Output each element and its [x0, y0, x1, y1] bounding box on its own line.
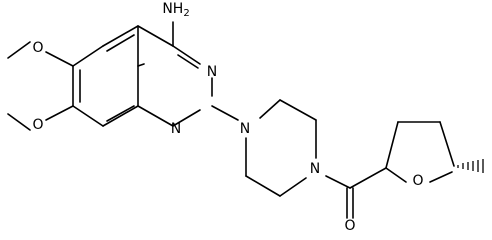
bond: [106, 34, 135, 52]
bond: [72, 105, 104, 127]
ring-nitrogen-label: N: [207, 64, 217, 80]
bond: [211, 105, 239, 121]
bond: [279, 177, 307, 197]
bond: [439, 121, 455, 167]
bond: [137, 63, 145, 67]
bond-set: [7, 21, 455, 219]
bond: [45, 51, 74, 67]
bond: [137, 25, 174, 47]
bond: [385, 167, 407, 183]
bond: [102, 105, 139, 127]
bond: [7, 113, 31, 131]
bond: [7, 41, 31, 59]
bond: [259, 99, 281, 119]
bond: [279, 99, 317, 121]
bond: [385, 121, 399, 169]
hashed-wedge-bond: [457, 159, 484, 173]
ring-nitrogen-label: N: [171, 121, 181, 137]
ring-oxygen-label: O: [412, 173, 423, 189]
bond: [177, 54, 199, 69]
carbonyl-oxygen-label: O: [344, 218, 355, 234]
bond: [429, 171, 453, 183]
bond: [106, 105, 135, 122]
bond: [172, 109, 201, 127]
piperazine-nitrogen-label: N: [240, 121, 250, 137]
methoxy-oxygen-label: O: [32, 117, 43, 133]
bond: [137, 105, 174, 127]
bond: [45, 105, 74, 121]
bond: [349, 167, 387, 189]
bond: [102, 25, 139, 47]
bond: [172, 45, 201, 65]
amine-label: NH2: [162, 1, 189, 19]
piperazine-nitrogen-label: N: [310, 161, 320, 177]
bond: [72, 45, 104, 67]
bond: [245, 175, 281, 197]
bond: [325, 175, 351, 189]
atom-labels: NH2 N N N N O O O O: [32, 1, 423, 234]
methoxy-oxygen-label: O: [32, 40, 43, 56]
